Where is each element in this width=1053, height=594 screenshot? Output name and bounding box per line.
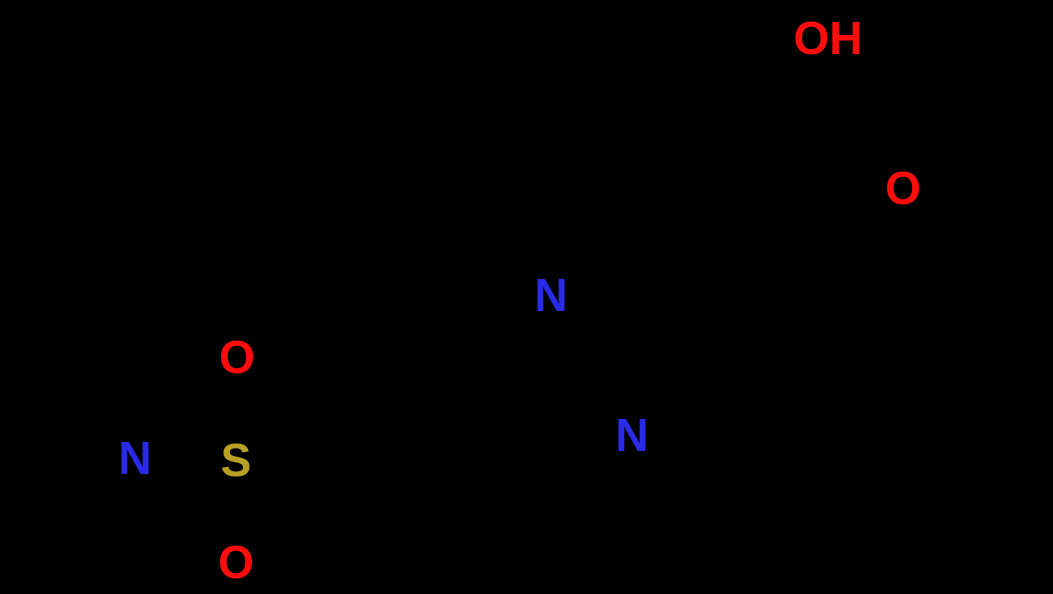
bond-ring-r2 — [741, 261, 832, 319]
bond-c-o-double-b — [850, 101, 906, 152]
bond-c5-c6 — [296, 386, 334, 494]
bond-ring-to-c2 — [658, 261, 749, 319]
bond-upper-left-2 — [156, 56, 389, 154]
bond-c2-n1-a — [574, 298, 640, 344]
label-halo-s — [214, 435, 258, 485]
imidazole-n3-label: N — [615, 409, 648, 461]
bond-c7-c7a — [411, 436, 501, 494]
sulfonamide-nitrogen-label: N — [118, 432, 151, 484]
bond-c3a-c4 — [381, 243, 474, 299]
bond-n-methyl-1 — [44, 404, 124, 447]
label-halo-carbonyl — [880, 163, 928, 213]
bond-c3a-c7a-a — [466, 291, 501, 444]
sulfonyl-oxygen-top-label: O — [219, 331, 255, 383]
sulfur-label: S — [221, 434, 252, 486]
carbonyl-oxygen-label: O — [885, 162, 921, 214]
label-halo-n-sulfonamide — [111, 433, 159, 483]
label-halo-o-bottom — [212, 537, 260, 587]
bond-ring-r5 — [824, 116, 915, 174]
bond-c5-s — [254, 386, 304, 444]
bond-ring-r3 — [824, 261, 915, 319]
bond-c4-c5-a — [296, 243, 389, 394]
bond-c4-c5-b — [279, 234, 372, 385]
bond-c3a-c7a-b — [485, 287, 520, 440]
bond-upper-left-4 — [56, 296, 139, 437]
label-halo-o-top — [213, 332, 261, 382]
hydroxyl-label: OH — [794, 12, 863, 64]
label-halo-oh — [792, 12, 868, 64]
imidazole-n1-label: N — [534, 269, 567, 321]
label-halo-n3 — [608, 410, 656, 460]
bond-c-oh — [802, 62, 832, 124]
bond-c2-link — [632, 311, 666, 344]
label-halo-n1 — [527, 270, 575, 320]
bond-network — [44, 56, 915, 564]
bond-c2-n1-b — [585, 280, 651, 326]
bond-acid-to-ring — [741, 116, 832, 174]
bond-upper-left-3 — [56, 56, 164, 304]
atom-label-layer: OH O N N O O S N — [111, 12, 928, 588]
sulfonyl-oxygen-bottom-label: O — [218, 536, 254, 588]
